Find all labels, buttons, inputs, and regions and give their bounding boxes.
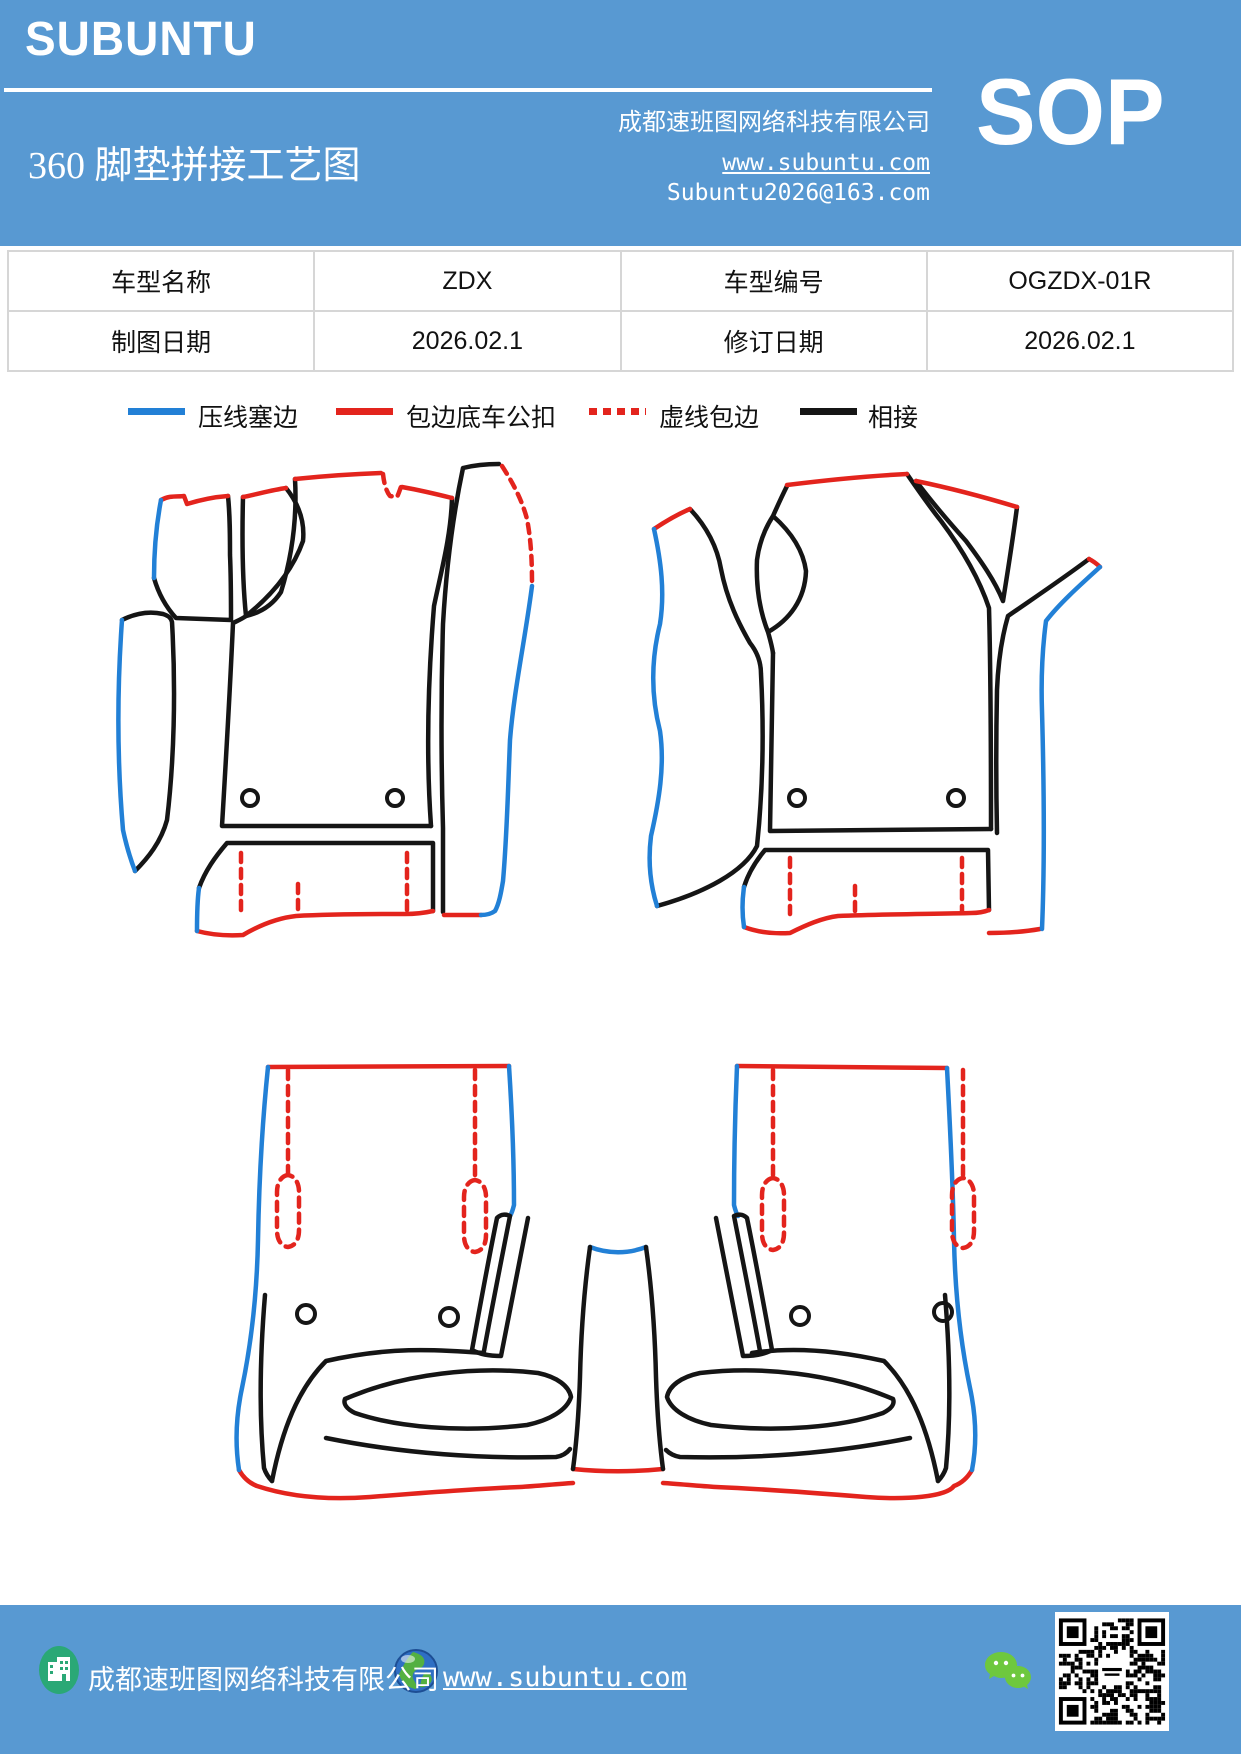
- draw-date-value: 2026.02.1: [313, 310, 622, 372]
- rear-mat-drawing: [234, 1063, 978, 1501]
- legend-label: 相接: [868, 405, 919, 432]
- building-icon: [39, 1646, 79, 1694]
- draw-date-label: 制图日期: [6, 310, 316, 372]
- model-name-value: ZDX: [313, 250, 622, 312]
- header-band: SUBUNTU 360 脚垫拼接工艺图 成都速班图网络科技有限公司 www.su…: [0, 0, 1241, 246]
- brand-logo: SUBUNTU: [25, 11, 257, 66]
- qr-code-modules: [1055, 1614, 1169, 1729]
- header-company-name: 成都速班图网络科技有限公司: [618, 110, 930, 136]
- table-row: 制图日期 2026.02.1 修订日期 2026.02.1: [6, 310, 1235, 372]
- legend-swatch-red-line: [336, 408, 393, 415]
- legend-label: 包边底车公扣: [406, 405, 557, 432]
- model-name-label: 车型名称: [6, 250, 316, 312]
- qr-code: [1055, 1612, 1169, 1731]
- wechat-icon: [985, 1652, 1031, 1689]
- revision-date-value: 2026.02.1: [925, 310, 1235, 372]
- legend-swatch-blue-line: [128, 408, 185, 415]
- footer-band: [0, 1605, 1241, 1754]
- model-code-value: OGZDX-01R: [925, 250, 1235, 312]
- footer-website-link[interactable]: www.subuntu.com: [443, 1662, 687, 1693]
- page-title: 360 脚垫拼接工艺图: [28, 145, 361, 187]
- legend-label: 虚线包边: [659, 405, 760, 432]
- header-website-link[interactable]: www.subuntu.com: [722, 150, 930, 176]
- revision-date-label: 修订日期: [619, 310, 928, 372]
- vehicle-info-table: 车型名称 ZDX 车型编号 OGZDX-01R 制图日期 2026.02.1 修…: [6, 250, 1235, 372]
- footer-company-name: 成都速班图网络科技有限公司: [88, 1665, 439, 1695]
- legend-swatch-dashed-line: [589, 408, 646, 415]
- legend-label: 压线塞边: [198, 405, 299, 432]
- header-divider: [4, 88, 932, 92]
- table-row: 车型名称 ZDX 车型编号 OGZDX-01R: [6, 250, 1235, 312]
- legend-swatch-black-line: [800, 408, 857, 415]
- front-right-mat-drawing: [647, 471, 1103, 936]
- globe-icon: [394, 1649, 438, 1693]
- sop-label: SOP: [976, 59, 1165, 164]
- model-code-label: 车型编号: [619, 250, 928, 312]
- header-email: Subuntu2026@163.com: [666, 180, 930, 206]
- front-left-mat-drawing: [116, 461, 535, 938]
